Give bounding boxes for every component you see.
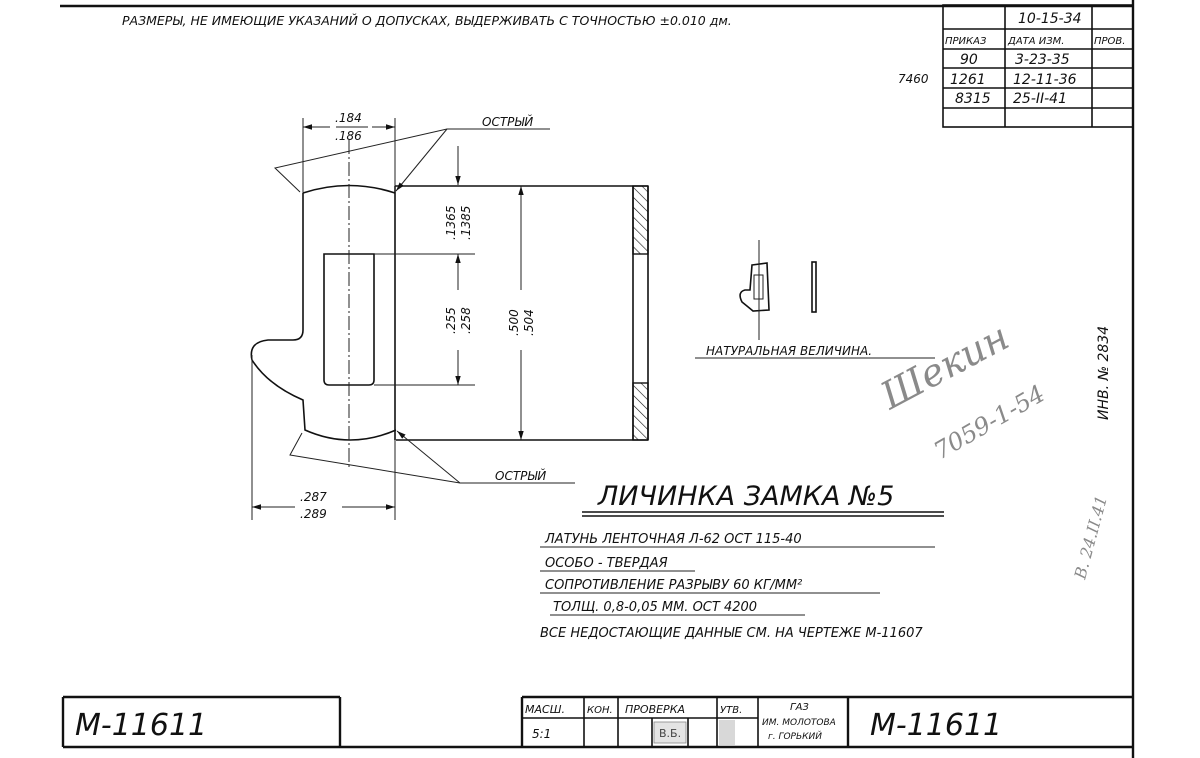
scale-value: 5:1 xyxy=(532,727,551,741)
approve-label: УТВ. xyxy=(720,705,742,716)
header-date: ДАТА ИЗМ. xyxy=(1007,36,1064,47)
approve-stamp xyxy=(719,720,735,745)
dim-bottom-width-max: .287 xyxy=(300,490,327,504)
dim-total-height-min: .504 xyxy=(522,309,536,336)
dim-top-width-min: .186 xyxy=(335,129,362,143)
dim-total-height-max: .500 xyxy=(507,309,521,336)
part-view: .184 .186 .1365 .1385 .255 .258 .500 .50… xyxy=(250,111,649,521)
tolerance-note: РАЗМЕРЫ, НЕ ИМЕЮЩИЕ УКАЗАНИЙ О ДОПУСКАХ,… xyxy=(122,13,732,28)
inventory-number: ИНВ. № 2834 xyxy=(1096,326,1112,420)
handwritten-number: 7059-1-54 xyxy=(929,379,1050,465)
dim-bottom-width-min: .289 xyxy=(300,507,327,521)
header-order: ПРИКАЗ xyxy=(945,36,987,47)
edge-label-top: ОСТРЫЙ xyxy=(482,114,533,129)
note-thickness: ТОЛЩ. 0,8-0,05 ММ. ОСТ 4200 xyxy=(553,600,757,615)
check-label: ПРОВЕРКА xyxy=(625,703,685,716)
note-material: ЛАТУНЬ ЛЕНТОЧНАЯ Л-62 ОСТ 115-40 xyxy=(544,532,802,547)
title-block: МАСШ. 5:1 КОН. ПРОВЕРКА В.Б. УТВ. ГАЗ ИМ… xyxy=(520,695,1133,747)
dim-upper-height-min: .1385 xyxy=(459,206,473,240)
corner-drawing-number: М-11611 xyxy=(75,708,207,743)
note-hardness: ОСОБО - ТВЕРДАЯ xyxy=(545,556,668,571)
note-reference: ВСЕ НЕДОСТАЮЩИЕ ДАННЫЕ СМ. НА ЧЕРТЕЖЕ М-… xyxy=(540,626,923,641)
dim-slot-height-max: .255 xyxy=(444,307,458,334)
drawing-number: М-11611 xyxy=(870,708,1002,743)
order-cell: 1261 xyxy=(950,72,986,88)
scale-label: МАСШ. xyxy=(525,703,565,716)
plant-city: г. ГОРЬКИЙ xyxy=(768,730,822,742)
first-date: 10-15-34 xyxy=(1018,11,1082,27)
dim-top-width-max: .184 xyxy=(335,111,362,125)
part-specification: ЛИЧИНКА ЗАМКА №5 ЛАТУНЬ ЛЕНТОЧНАЯ Л-62 О… xyxy=(540,481,944,641)
date-cell: 25-II-41 xyxy=(1013,91,1067,107)
order-cell: 90 xyxy=(960,52,978,68)
kon-label: КОН. xyxy=(587,705,613,716)
dim-upper-height-max: .1365 xyxy=(444,206,458,240)
header-check: ПРОВ. xyxy=(1094,36,1125,47)
edge-label-bottom: ОСТРЫЙ xyxy=(495,468,546,483)
side-number: 7460 xyxy=(898,72,929,86)
natural-size-view: НАТУРАЛЬНАЯ ВЕЛИЧИНА. xyxy=(695,240,935,359)
natural-size-label: НАТУРАЛЬНАЯ ВЕЛИЧИНА. xyxy=(706,344,872,358)
note-strength: СОПРОТИВЛЕНИЕ РАЗРЫВУ 60 КГ/ММ² xyxy=(545,578,802,593)
handwritten-annotations: Шекин 7059-1-54 В. 24.II.41 xyxy=(873,314,1111,582)
drawing-frame xyxy=(60,0,1135,758)
handwritten-date-mark: В. 24.II.41 xyxy=(1070,494,1111,582)
check-stamp xyxy=(653,721,687,744)
plant-dedication: ИМ. МОЛОТОВА xyxy=(762,718,836,728)
date-cell: 3-23-35 xyxy=(1015,52,1070,68)
dim-slot-height-min: .258 xyxy=(459,307,473,334)
check-initials: В.Б. xyxy=(659,727,681,740)
plant-name: ГАЗ xyxy=(790,702,809,713)
order-cell: 8315 xyxy=(955,91,991,107)
date-cell: 12-11-36 xyxy=(1013,72,1077,88)
revision-table: 7460 10-15-34 ПРИКАЗ ДАТА ИЗМ. ПРОВ. 90 … xyxy=(898,4,1134,128)
part-title: ЛИЧИНКА ЗАМКА №5 xyxy=(597,481,894,512)
